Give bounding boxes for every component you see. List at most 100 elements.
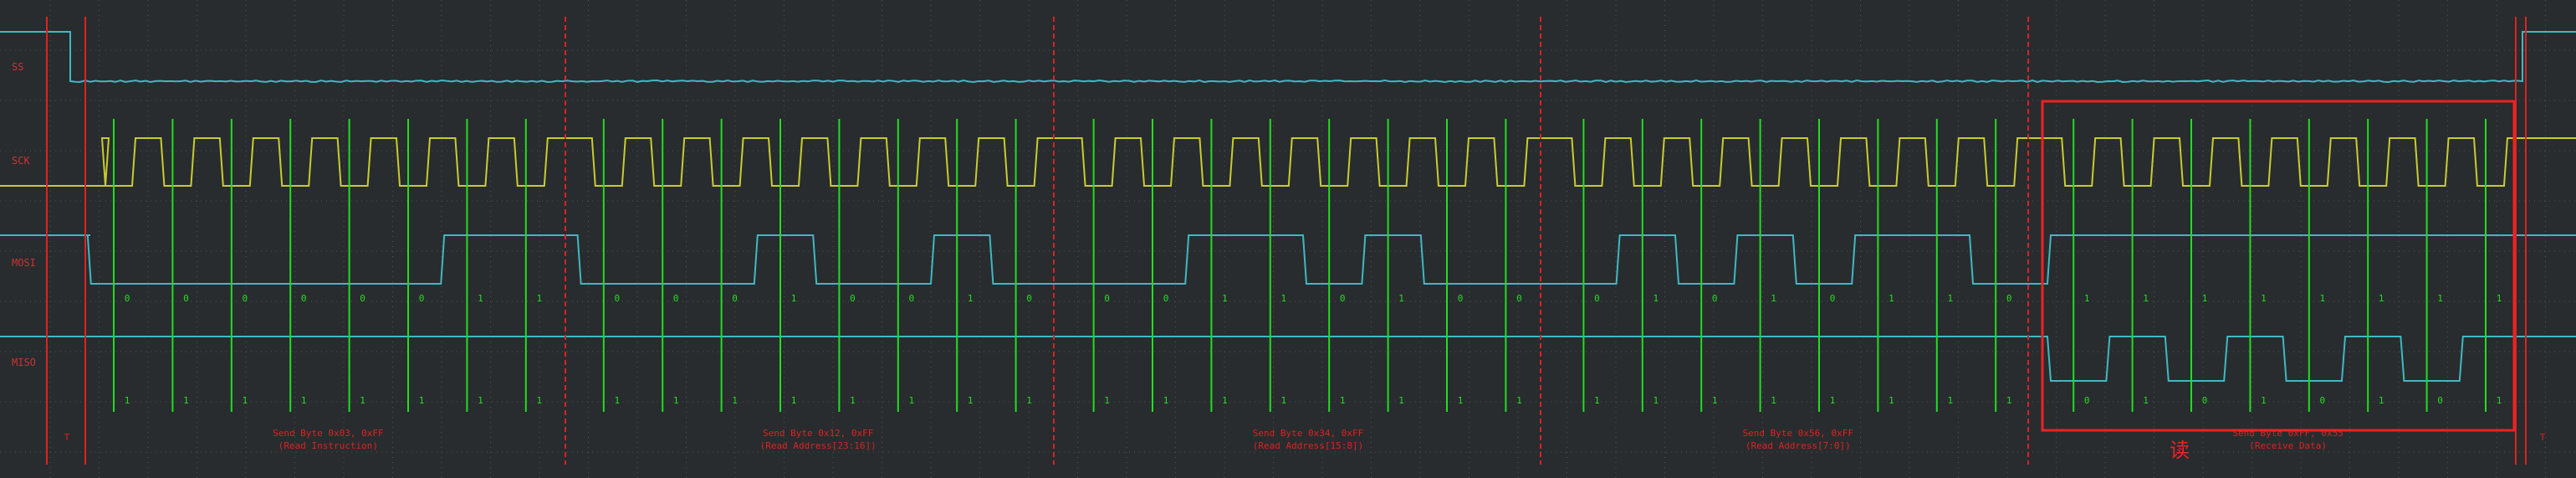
miso-bit-value: 0 bbox=[2437, 395, 2443, 406]
miso-bit-value: 1 bbox=[2261, 395, 2267, 406]
mosi-bit-value: 0 bbox=[1594, 293, 1600, 304]
miso-bit-value: 1 bbox=[2143, 395, 2149, 406]
mosi-bit-value: 1 bbox=[791, 293, 797, 304]
mosi-bit-value: 0 bbox=[614, 293, 620, 304]
miso-bit-value: 1 bbox=[1889, 395, 1894, 406]
mosi-bit-value: 1 bbox=[2261, 293, 2267, 304]
mosi-bit-value: 1 bbox=[1222, 293, 1228, 304]
channel-label-mosi: MOSI bbox=[12, 257, 36, 269]
read-label: 读 bbox=[2170, 439, 2190, 462]
miso-bit-value: 1 bbox=[478, 395, 483, 406]
mosi-bit-value: 0 bbox=[125, 293, 130, 304]
read-highlight-box bbox=[2041, 100, 2516, 432]
mosi-bit-value: 1 bbox=[2379, 293, 2384, 304]
byte-caption-line2: (Read Instruction) bbox=[279, 440, 378, 451]
byte-caption-line2: (Read Address[15:8]) bbox=[1253, 440, 1363, 451]
miso-bit-value: 1 bbox=[614, 395, 620, 406]
ss-trace bbox=[0, 31, 2576, 83]
miso-bit-value: 1 bbox=[673, 395, 679, 406]
miso-bit-value: 1 bbox=[301, 395, 307, 406]
byte-caption-line2: (Read Address[23:16]) bbox=[760, 440, 877, 451]
miso-trace bbox=[0, 336, 2576, 382]
mosi-bit-value: 0 bbox=[1340, 293, 1346, 304]
mosi-bit-value: 0 bbox=[850, 293, 856, 304]
mosi-bit-value: 1 bbox=[2202, 293, 2208, 304]
mosi-bit-value: 1 bbox=[2437, 293, 2443, 304]
mosi-bit-value: 0 bbox=[908, 293, 914, 304]
marker-right-label: T bbox=[2540, 432, 2546, 443]
byte-caption-line1: Send Byte 0x03, 0xFF bbox=[273, 428, 383, 439]
miso-bit-value: 1 bbox=[1104, 395, 1110, 406]
byte-caption-line2: (Read Address[7:0]) bbox=[1745, 440, 1851, 451]
mosi-bit-value: 1 bbox=[1280, 293, 1286, 304]
miso-bit-value: 1 bbox=[732, 395, 738, 406]
mosi-bit-value: 1 bbox=[2143, 293, 2149, 304]
miso-bit-value: 0 bbox=[2084, 395, 2090, 406]
mosi-bit-value: 0 bbox=[360, 293, 365, 304]
mosi-bit-value: 1 bbox=[968, 293, 974, 304]
miso-bit-value: 1 bbox=[2497, 395, 2502, 406]
mosi-bit-value: 0 bbox=[673, 293, 679, 304]
miso-bit-value: 1 bbox=[1026, 395, 1032, 406]
mosi-bit-value: 0 bbox=[1163, 293, 1169, 304]
mosi-bit-value: 0 bbox=[242, 293, 248, 304]
miso-bit-value: 1 bbox=[1830, 395, 1836, 406]
miso-bit-value: 1 bbox=[1398, 395, 1404, 406]
mosi-bit-value: 1 bbox=[1947, 293, 1953, 304]
mosi-bit-value: 0 bbox=[1458, 293, 1464, 304]
miso-bit-value: 1 bbox=[1516, 395, 1522, 406]
miso-bit-value: 1 bbox=[360, 395, 365, 406]
miso-bit-value: 1 bbox=[125, 395, 130, 406]
channel-label-sck: SCK bbox=[12, 155, 30, 167]
miso-bit-value: 1 bbox=[968, 395, 974, 406]
byte-caption-line1: Send Byte 0x34, 0xFF bbox=[1253, 428, 1363, 439]
mosi-bit-value: 1 bbox=[536, 293, 542, 304]
miso-bit-value: 1 bbox=[1653, 395, 1659, 406]
mosi-bit-value: 0 bbox=[1712, 293, 1718, 304]
miso-bit-value: 1 bbox=[1594, 395, 1600, 406]
mosi-bit-value: 1 bbox=[1653, 293, 1659, 304]
miso-bit-value: 1 bbox=[2006, 395, 2012, 406]
byte-caption-line1: Send Byte 0x12, 0xFF bbox=[763, 428, 873, 439]
marker-left-label: T bbox=[64, 432, 70, 443]
mosi-bit-value: 0 bbox=[1516, 293, 1522, 304]
miso-bit-value: 1 bbox=[1458, 395, 1464, 406]
miso-bit-value: 1 bbox=[850, 395, 856, 406]
mosi-bit-value: 0 bbox=[183, 293, 189, 304]
miso-bit-value: 1 bbox=[1712, 395, 1718, 406]
mosi-bit-value: 1 bbox=[2497, 293, 2502, 304]
mosi-bit-value: 0 bbox=[2006, 293, 2012, 304]
mosi-bit-value: 1 bbox=[1771, 293, 1776, 304]
sck-trace bbox=[0, 137, 2576, 187]
miso-bit-value: 1 bbox=[183, 395, 189, 406]
mosi-bit-value: 0 bbox=[1026, 293, 1032, 304]
mosi-bit-value: 0 bbox=[1104, 293, 1110, 304]
mosi-bit-value: 0 bbox=[301, 293, 307, 304]
miso-bit-value: 1 bbox=[791, 395, 797, 406]
miso-bit-value: 1 bbox=[242, 395, 248, 406]
mosi-bit-value: 1 bbox=[2319, 293, 2325, 304]
miso-bit-value: 1 bbox=[2379, 395, 2384, 406]
byte-caption-line1: Send Byte 0x56, 0xFF bbox=[1743, 428, 1853, 439]
miso-bit-value: 1 bbox=[536, 395, 542, 406]
miso-bit-value: 1 bbox=[1771, 395, 1776, 406]
mosi-bit-value: 0 bbox=[1830, 293, 1836, 304]
miso-bit-value: 0 bbox=[2202, 395, 2208, 406]
miso-bit-value: 1 bbox=[1280, 395, 1286, 406]
miso-bit-value: 1 bbox=[1163, 395, 1169, 406]
byte-caption-line2: (Receive Data) bbox=[2249, 440, 2327, 451]
channel-label-ss: SS bbox=[12, 61, 23, 73]
miso-bit-value: 1 bbox=[1222, 395, 1228, 406]
miso-bit-value: 0 bbox=[2319, 395, 2325, 406]
miso-bit-value: 1 bbox=[419, 395, 425, 406]
mosi-bit-value: 0 bbox=[732, 293, 738, 304]
miso-bit-value: 1 bbox=[1340, 395, 1346, 406]
mosi-bit-value: 0 bbox=[419, 293, 425, 304]
mosi-bit-value: 1 bbox=[1398, 293, 1404, 304]
mosi-bit-value: 1 bbox=[1889, 293, 1894, 304]
miso-bit-value: 1 bbox=[908, 395, 914, 406]
channel-label-miso: MISO bbox=[12, 357, 36, 368]
miso-bit-value: 1 bbox=[1947, 395, 1953, 406]
